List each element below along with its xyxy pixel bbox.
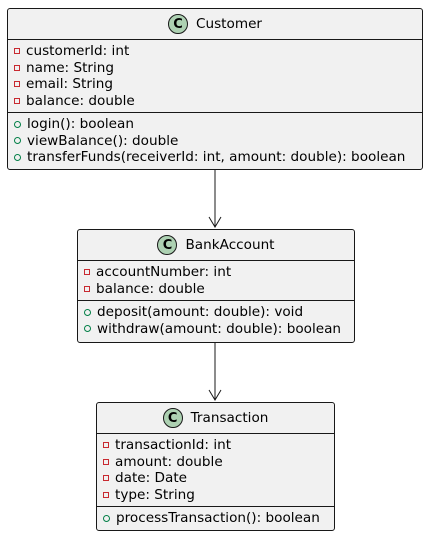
public-visibility-icon — [84, 308, 91, 316]
public-visibility-icon — [84, 325, 91, 333]
attribute-row: accountNumber: int — [78, 264, 354, 281]
class-transaction-name: Transaction — [190, 410, 269, 426]
attribute-row: balance: double — [78, 281, 354, 298]
class-customer-name: Customer — [195, 16, 263, 32]
public-visibility-icon — [14, 137, 21, 145]
private-visibility-icon — [84, 285, 90, 292]
private-visibility-icon — [103, 442, 109, 449]
class-transaction-attributes: transactionId: int amount: double date: … — [97, 434, 334, 507]
class-stereotype-icon: C — [162, 408, 183, 428]
private-visibility-icon — [14, 64, 20, 71]
attribute-row: customerId: int — [8, 43, 422, 60]
class-transaction-header: C Transaction — [97, 403, 334, 434]
class-bankaccount-name: BankAccount — [185, 237, 275, 253]
public-visibility-icon — [14, 153, 21, 161]
class-transaction-methods: processTransaction(): boolean — [97, 507, 334, 530]
arrowhead-bankaccount — [208, 216, 222, 228]
private-visibility-icon — [103, 491, 109, 498]
attribute-row: name: String — [8, 60, 422, 77]
method-row: deposit(amount: double): void — [78, 304, 354, 321]
private-visibility-icon — [14, 81, 20, 88]
method-row: transferFunds(receiverId: int, amount: d… — [8, 149, 422, 166]
attribute-row: transactionId: int — [97, 437, 334, 454]
method-row: viewBalance(): double — [8, 133, 422, 150]
attribute-row: email: String — [8, 76, 422, 93]
private-visibility-icon — [14, 48, 20, 55]
class-customer-methods: login(): boolean viewBalance(): double t… — [8, 113, 422, 169]
method-row: login(): boolean — [8, 116, 422, 133]
method-row: withdraw(amount: double): boolean — [78, 321, 354, 338]
public-visibility-icon — [103, 514, 110, 522]
class-transaction[interactable]: C Transaction transactionId: int amount:… — [96, 402, 335, 531]
private-visibility-icon — [84, 269, 90, 276]
private-visibility-icon — [103, 475, 109, 482]
class-bankaccount-attributes: accountNumber: int balance: double — [78, 261, 354, 301]
arrowhead-transaction — [208, 389, 222, 401]
attribute-row: date: Date — [97, 470, 334, 487]
attribute-row: balance: double — [8, 93, 422, 110]
class-bankaccount-header: C BankAccount — [78, 230, 354, 261]
class-stereotype-icon: C — [157, 235, 178, 255]
attribute-row: amount: double — [97, 454, 334, 471]
private-visibility-icon — [14, 97, 20, 104]
class-customer-attributes: customerId: int name: String email: Stri… — [8, 40, 422, 113]
class-customer[interactable]: C Customer customerId: int name: String … — [7, 8, 423, 170]
public-visibility-icon — [14, 120, 21, 128]
class-customer-header: C Customer — [8, 9, 422, 40]
class-bankaccount[interactable]: C BankAccount accountNumber: int balance… — [77, 229, 355, 343]
method-row: processTransaction(): boolean — [97, 510, 334, 527]
private-visibility-icon — [103, 458, 109, 465]
attribute-row: type: String — [97, 487, 334, 504]
class-bankaccount-methods: deposit(amount: double): void withdraw(a… — [78, 301, 354, 340]
class-stereotype-icon: C — [167, 14, 188, 34]
